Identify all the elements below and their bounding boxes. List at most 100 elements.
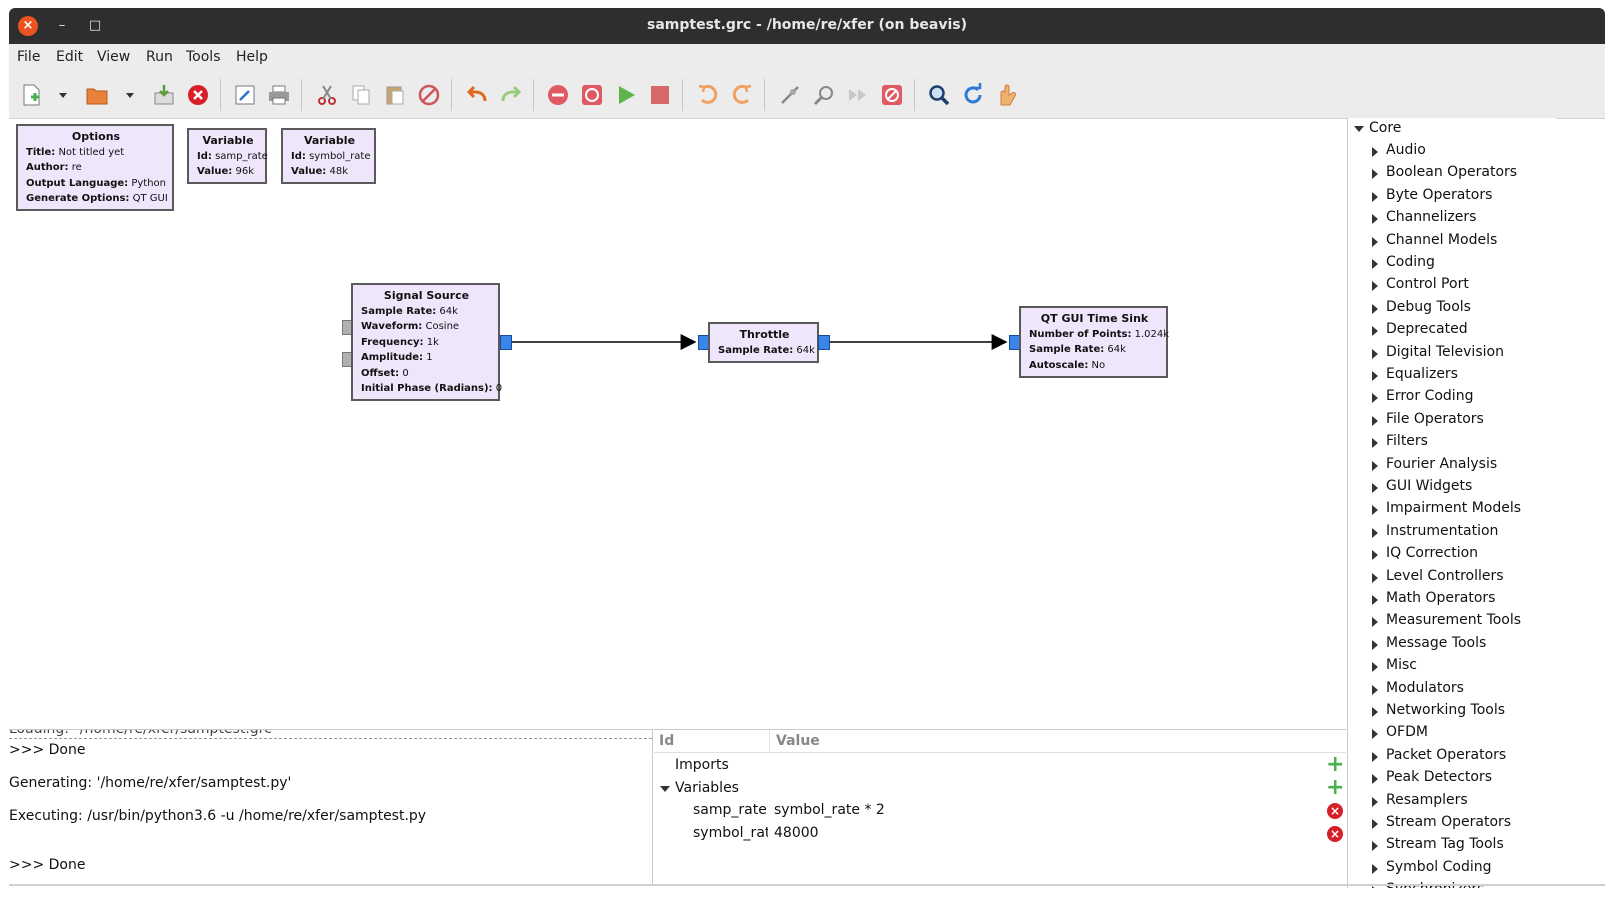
library-category[interactable]: Control Port	[1386, 276, 1469, 293]
expand-arrow-icon[interactable]	[1372, 572, 1378, 583]
library-category[interactable]: Stream Tag Tools	[1386, 836, 1504, 853]
library-category[interactable]: Coding	[1386, 254, 1435, 270]
library-category[interactable]: Equalizers	[1386, 366, 1458, 382]
variable-value[interactable]: 48000	[774, 825, 819, 841]
signal-source-output-port[interactable]	[500, 335, 512, 350]
options-block[interactable]: Options Title: Not titled yet Author: re…	[16, 124, 174, 211]
library-category[interactable]: Filters	[1386, 433, 1428, 450]
library-category[interactable]: Impairment Models	[1386, 500, 1522, 517]
column-header-value[interactable]: Value	[776, 733, 820, 749]
menu-edit[interactable]: Edit	[56, 49, 84, 65]
expand-arrow-icon[interactable]	[1372, 371, 1378, 381]
print-icon[interactable]	[265, 81, 293, 109]
search-icon[interactable]	[925, 81, 953, 109]
expand-arrow-icon[interactable]	[1372, 886, 1378, 888]
paste-icon[interactable]	[381, 81, 409, 109]
variables-row[interactable]: Variables	[675, 780, 739, 796]
library-category[interactable]: Boolean Operators	[1386, 164, 1518, 181]
imports-row[interactable]: Imports	[675, 757, 729, 773]
expand-arrow-icon[interactable]	[1372, 326, 1378, 337]
expand-arrow-icon[interactable]	[1372, 191, 1378, 202]
library-category[interactable]: Peak Detectors	[1386, 769, 1492, 786]
library-category[interactable]: Fourier Analysis	[1386, 455, 1498, 472]
column-header-id[interactable]: Id	[659, 733, 675, 749]
library-category[interactable]: Message Tools	[1386, 634, 1487, 651]
library-category[interactable]: Packet Operators	[1386, 746, 1507, 763]
expand-arrow-icon[interactable]	[1372, 505, 1378, 516]
redo-icon[interactable]	[497, 81, 525, 109]
menu-tools[interactable]: Tools	[186, 49, 221, 65]
library-category[interactable]: Digital Television	[1386, 343, 1504, 360]
window-maximize-button[interactable]: □	[88, 18, 102, 33]
zoom-in-icon[interactable]	[810, 81, 838, 109]
expand-arrow-icon[interactable]	[1372, 303, 1378, 314]
hand-icon[interactable]	[993, 81, 1021, 109]
variable-block-symbol-rate[interactable]: Variable Id: symbol_rate Value: 48k	[281, 128, 376, 184]
copy-icon[interactable]	[347, 81, 375, 109]
skip-icon[interactable]	[844, 81, 872, 109]
library-category[interactable]: Instrumentation	[1386, 522, 1499, 539]
expand-arrow-icon[interactable]	[1372, 617, 1378, 628]
remove-variable-icon[interactable]: ×	[1327, 826, 1343, 842]
qt-gui-time-sink-block[interactable]: QT GUI Time Sink Number of Points: 1.024…	[1019, 306, 1169, 378]
disable-icon[interactable]	[544, 81, 572, 109]
expand-arrow-icon[interactable]	[1372, 460, 1378, 471]
expand-arrow-icon[interactable]	[1372, 214, 1378, 225]
library-category[interactable]: IQ Correction	[1386, 545, 1479, 562]
expand-arrow-icon[interactable]	[1372, 147, 1378, 157]
library-category[interactable]: Math Operators	[1386, 590, 1496, 606]
open-folder-icon[interactable]	[83, 81, 111, 109]
library-category[interactable]: Measurement Tools	[1386, 612, 1522, 629]
expand-arrow-icon[interactable]	[1372, 595, 1378, 605]
expand-arrow-icon[interactable]	[1372, 550, 1378, 561]
expand-arrow-icon[interactable]	[1372, 639, 1378, 650]
library-category[interactable]: Channelizers	[1386, 209, 1477, 226]
library-category[interactable]: Symbol Coding	[1386, 858, 1492, 875]
new-dropdown-icon[interactable]	[57, 90, 69, 100]
rotate-ccw-icon[interactable]	[694, 81, 722, 109]
library-category[interactable]: Deprecated	[1386, 321, 1468, 338]
save-icon[interactable]	[150, 81, 178, 109]
expand-arrow-icon[interactable]	[1372, 707, 1378, 717]
library-category[interactable]: Resamplers	[1386, 791, 1468, 808]
window-close-button[interactable]: ×	[18, 16, 38, 36]
library-category[interactable]: Audio	[1386, 142, 1426, 158]
expand-arrow-icon[interactable]	[1372, 281, 1378, 292]
library-category[interactable]: GUI Widgets	[1386, 478, 1473, 494]
add-variable-icon[interactable]: +	[1326, 775, 1345, 800]
library-category[interactable]: Byte Operators	[1386, 186, 1493, 203]
move-icon[interactable]	[776, 81, 804, 109]
cut-icon[interactable]	[313, 81, 341, 109]
expand-arrow-icon[interactable]	[1372, 348, 1378, 359]
expand-arrow-icon[interactable]	[1372, 863, 1378, 874]
library-root-core[interactable]: Core	[1369, 120, 1402, 136]
expand-arrow-icon[interactable]	[660, 786, 670, 792]
expand-arrow-icon[interactable]	[1372, 483, 1378, 493]
remove-variable-icon[interactable]: ×	[1327, 803, 1343, 819]
variable-id[interactable]: symbol_rat	[693, 825, 768, 841]
expand-arrow-icon[interactable]	[1372, 796, 1378, 807]
menu-view[interactable]: View	[97, 49, 131, 65]
expand-arrow-icon[interactable]	[1372, 259, 1378, 269]
menu-help[interactable]: Help	[236, 49, 268, 65]
bypass-icon[interactable]	[578, 81, 606, 109]
undo-icon[interactable]	[463, 81, 491, 109]
library-category[interactable]: Modulators	[1386, 679, 1464, 696]
library-category[interactable]: OFDM	[1386, 724, 1428, 741]
expand-arrow-icon[interactable]	[1372, 169, 1378, 180]
expand-arrow-icon[interactable]	[1372, 729, 1378, 740]
library-category[interactable]: Error Coding	[1386, 388, 1474, 405]
expand-arrow-icon[interactable]	[1372, 393, 1378, 404]
library-category[interactable]: Channel Models	[1386, 231, 1498, 248]
collapse-arrow-icon[interactable]	[1354, 126, 1364, 132]
close-document-icon[interactable]	[184, 81, 212, 109]
reload-icon[interactable]	[959, 81, 987, 109]
window-minimize-button[interactable]: –	[58, 18, 66, 33]
expand-arrow-icon[interactable]	[1372, 438, 1378, 449]
properties-icon[interactable]	[231, 81, 259, 109]
menu-file[interactable]: File	[17, 49, 41, 65]
signal-source-block[interactable]: Signal Source Sample Rate: 64k Waveform:…	[351, 283, 502, 401]
library-category[interactable]: Misc	[1386, 657, 1417, 674]
throttle-output-port[interactable]	[818, 335, 830, 350]
variable-block-samp-rate[interactable]: Variable Id: samp_rate Value: 96k	[187, 128, 268, 184]
